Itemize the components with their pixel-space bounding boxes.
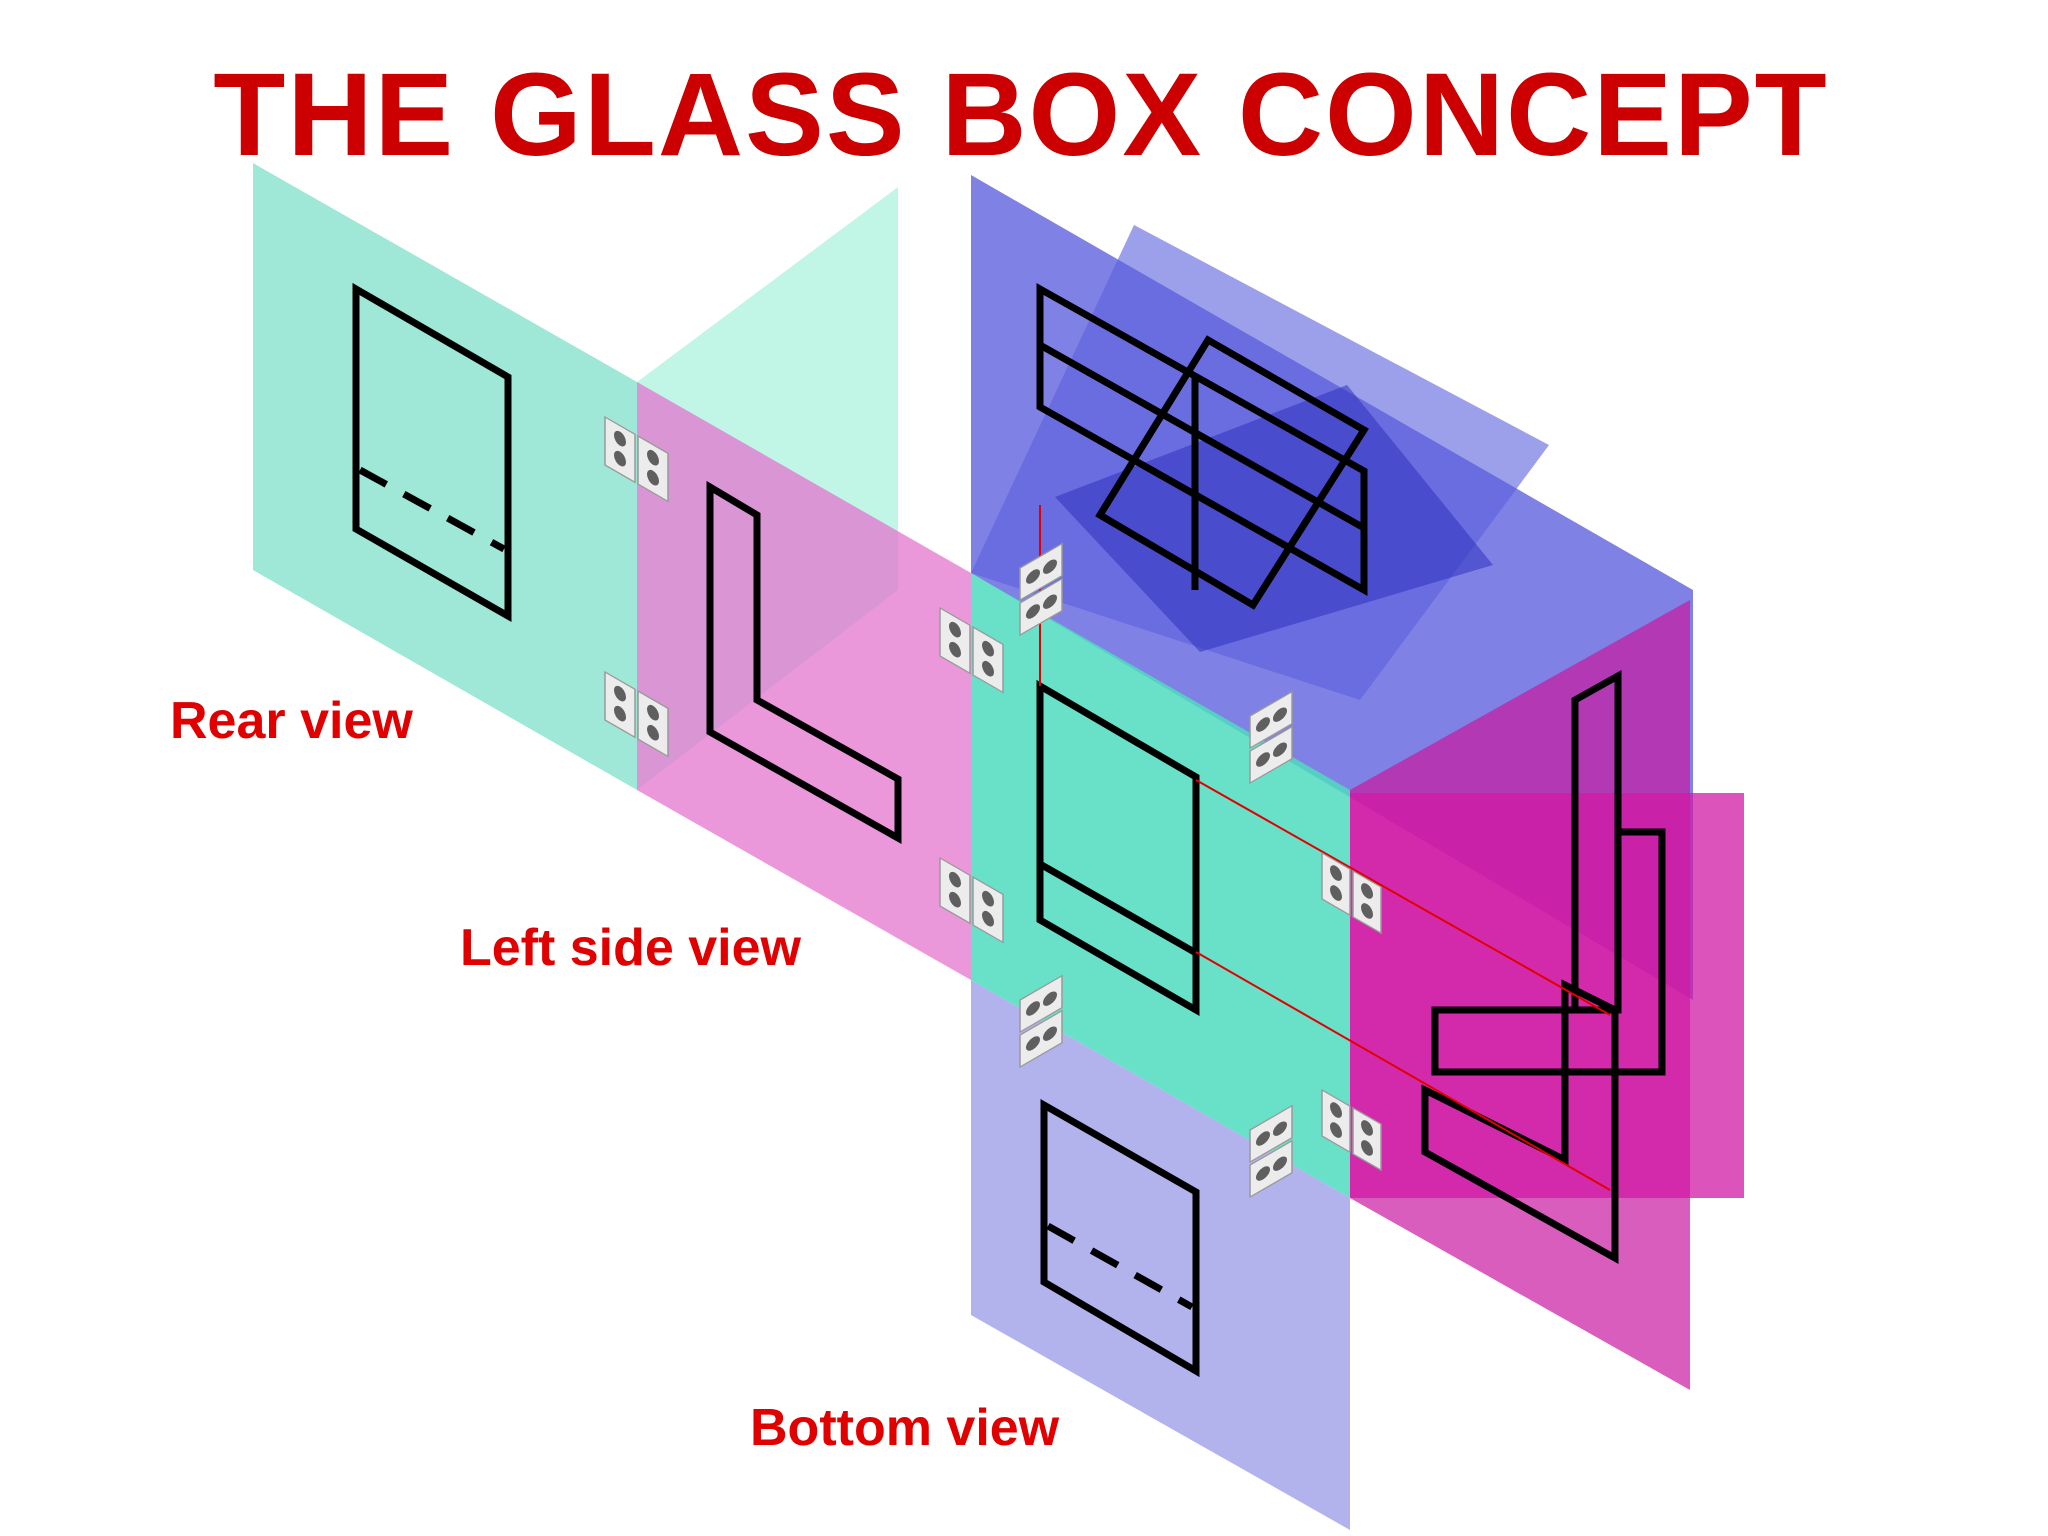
hinge-icon [604,670,669,758]
rear-view-label: Rear view [170,692,413,750]
diagram-title: THE GLASS BOX CONCEPT [213,49,1828,181]
hinge-icon [1249,690,1293,785]
left-side-view-plane [637,382,971,980]
rear-view-plane [253,163,637,790]
hinges [604,415,1382,1199]
front-view-plane [971,573,1350,1198]
hinge-icon [1321,1088,1382,1172]
bottom-view-plane [971,980,1350,1530]
hinge-icon [604,415,669,503]
hinge-icon [1321,851,1382,935]
top-view-plane [971,175,1693,1000]
hinge-icon [1019,542,1063,637]
bottom-view-label: Bottom view [750,1399,1060,1457]
left-side-view-label: Left side view [460,919,802,977]
hinge-icon [939,856,1004,944]
hinge-icon [1249,1104,1293,1199]
hinge-icon [939,606,1004,694]
hinge-icon [1019,974,1063,1069]
